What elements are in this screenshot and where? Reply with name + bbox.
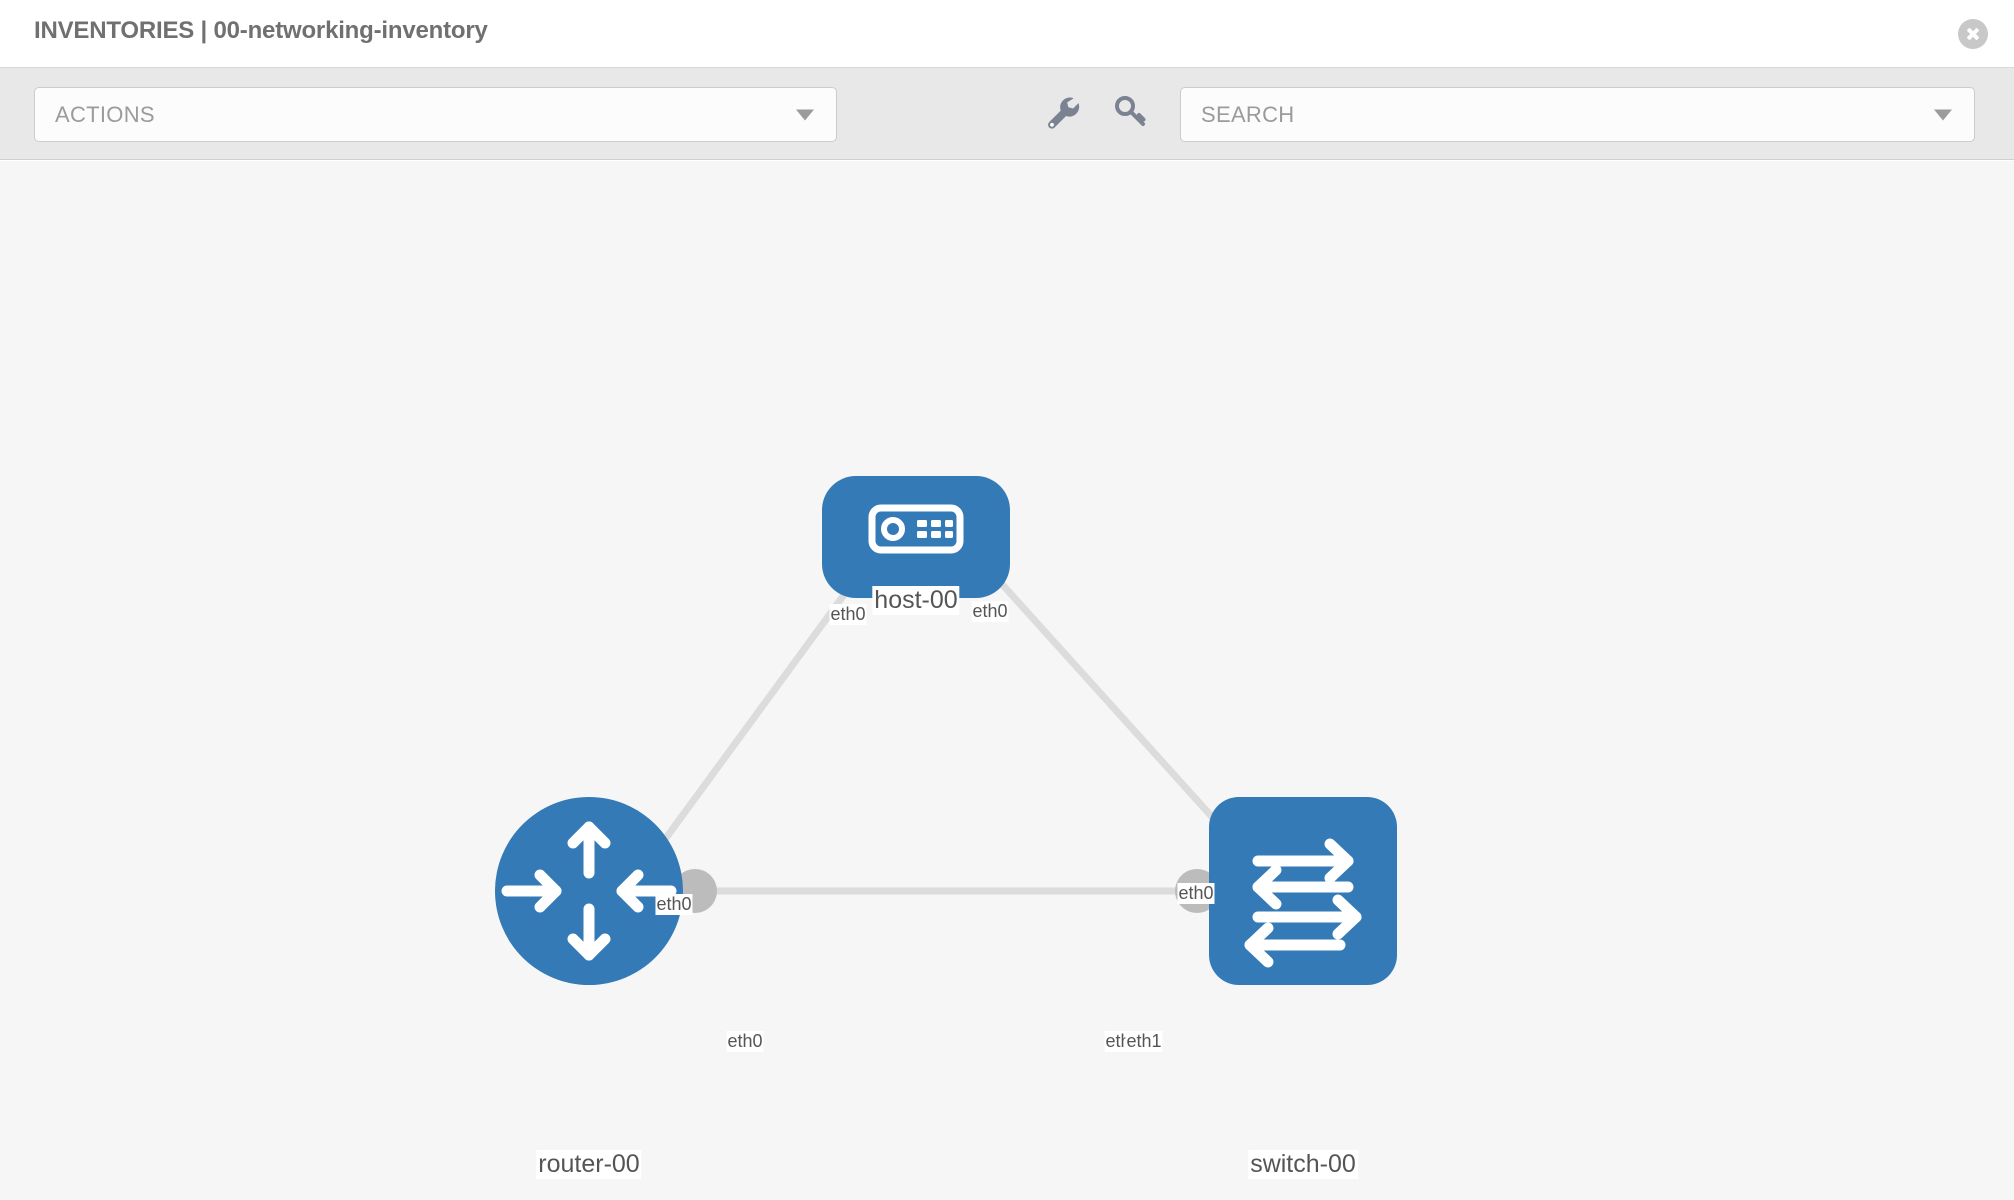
node-host-00[interactable] [822, 476, 1010, 598]
interface-label: eth0 [726, 1031, 764, 1052]
node-label-switch-00: switch-00 [1248, 1150, 1358, 1179]
toolbar: ACTIONS SEARCH [0, 68, 2014, 160]
chevron-down-icon[interactable] [1934, 109, 1952, 120]
node-label-host-00: host-00 [872, 586, 960, 615]
interface-label: eth0 [971, 601, 1009, 622]
search-input[interactable]: SEARCH [1180, 87, 1975, 142]
actions-dropdown[interactable]: ACTIONS [34, 87, 837, 142]
interface-label: eth0 [655, 894, 693, 915]
interface-label: eth [1104, 1031, 1132, 1052]
chevron-down-icon [796, 109, 814, 120]
wrench-icon[interactable] [1040, 90, 1086, 136]
key-icon[interactable] [1108, 90, 1154, 136]
interface-label: eth0 [1177, 883, 1215, 904]
actions-dropdown-label: ACTIONS [55, 102, 155, 127]
app-header: INVENTORIES | 00-networking-inventory [0, 0, 2014, 68]
node-switch-00[interactable] [1209, 797, 1397, 985]
close-icon[interactable] [1958, 19, 1988, 49]
topology-graph [495, 476, 1397, 985]
page-title: INVENTORIES | 00-networking-inventory [34, 17, 488, 44]
topology-canvas[interactable]: eth0 eth0 eth0 eth0 eth0 eth eth1 host-0… [0, 161, 2014, 1200]
interface-label: eth0 [829, 604, 867, 625]
node-label-router-00: router-00 [536, 1150, 642, 1179]
interface-label: eth1 [1125, 1031, 1163, 1052]
node-router-00[interactable] [495, 797, 683, 985]
search-placeholder-label: SEARCH [1201, 102, 1295, 127]
